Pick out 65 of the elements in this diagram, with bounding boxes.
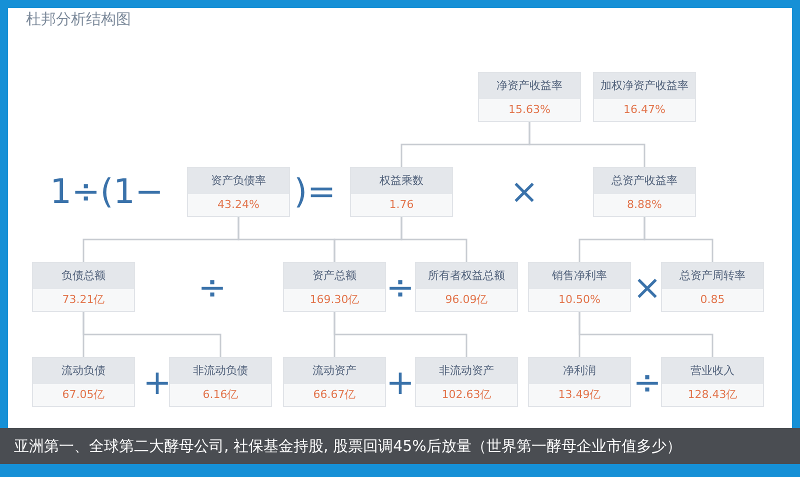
connector-line [82,312,222,357]
metric-name: 负债总额 [33,263,134,289]
operator-sign: × [510,172,538,212]
connector-line [528,122,646,167]
operator-sign: + [386,363,414,403]
metric-name: 流动负债 [33,358,134,384]
metric-value: 128.43亿 [662,384,763,406]
connector-line [334,312,468,357]
metric-name: 流动资产 [284,358,385,384]
metric-box [528,357,631,407]
connector-line [400,217,468,262]
connector-line [644,217,714,262]
metric-value: 15.63% [479,99,580,121]
metric-box [283,262,386,312]
metric-box [593,167,696,217]
operator-sign: ÷ [386,268,414,308]
metric-value: 169.30亿 [284,289,385,311]
metric-value: 6.16亿 [170,384,271,406]
metric-name: 总资产收益率 [594,168,695,194]
metric-value: 1.76 [351,194,452,216]
metric-name: 所有者权益总额 [416,263,517,289]
metric-box [528,262,631,312]
metric-value: 66.67亿 [284,384,385,406]
metric-box [478,72,581,122]
metric-box [593,72,696,122]
diagram-title: 杜邦分析结构图 [26,10,131,29]
metric-name: 净资产收益率 [479,73,580,99]
metric-box [283,357,386,407]
metric-value: 67.05亿 [33,384,134,406]
metric-box [32,357,135,407]
metric-name: 非流动资产 [416,358,517,384]
metric-box [350,167,453,217]
metric-value: 16.47% [594,99,695,121]
operator-sign: ÷ [633,363,662,403]
connector-line [578,312,714,357]
metric-name: 总资产周转率 [662,263,763,289]
metric-name: 资产负债率 [188,168,289,194]
metric-box [415,262,518,312]
metric-name: 加权净资产收益率 [594,73,695,99]
metric-box [661,357,764,407]
metric-name: 销售净利率 [529,263,630,289]
metric-box [415,357,518,407]
operator-sign: ÷ [198,268,226,308]
metric-box [661,262,764,312]
metric-name: 净利润 [529,358,630,384]
metric-name: 权益乘数 [351,168,452,194]
operator-sign: 1÷(1− [50,172,164,212]
operator-sign: × [633,268,662,308]
caption-bar: 亚洲第一、全球第二大酵母公司, 社保基金持股, 股票回调45%后放量（世界第一酵母企业市值多少） [0,428,800,464]
metric-value: 13.49亿 [529,384,630,406]
metric-value: 102.63亿 [416,384,517,406]
metric-value: 73.21亿 [33,289,134,311]
metric-name: 营业收入 [662,358,763,384]
metric-name: 非流动负债 [170,358,271,384]
metric-value: 8.88% [594,194,695,216]
metric-name: 资产总额 [284,263,385,289]
metric-value: 96.09亿 [416,289,517,311]
metric-value: 43.24% [188,194,289,216]
metric-value: 0.85 [662,289,763,311]
operator-sign: + [143,363,172,403]
operator-sign: )= [294,172,336,212]
metric-box [169,357,272,407]
metric-value: 10.50% [529,289,630,311]
metric-box [187,167,290,217]
metric-box [32,262,135,312]
